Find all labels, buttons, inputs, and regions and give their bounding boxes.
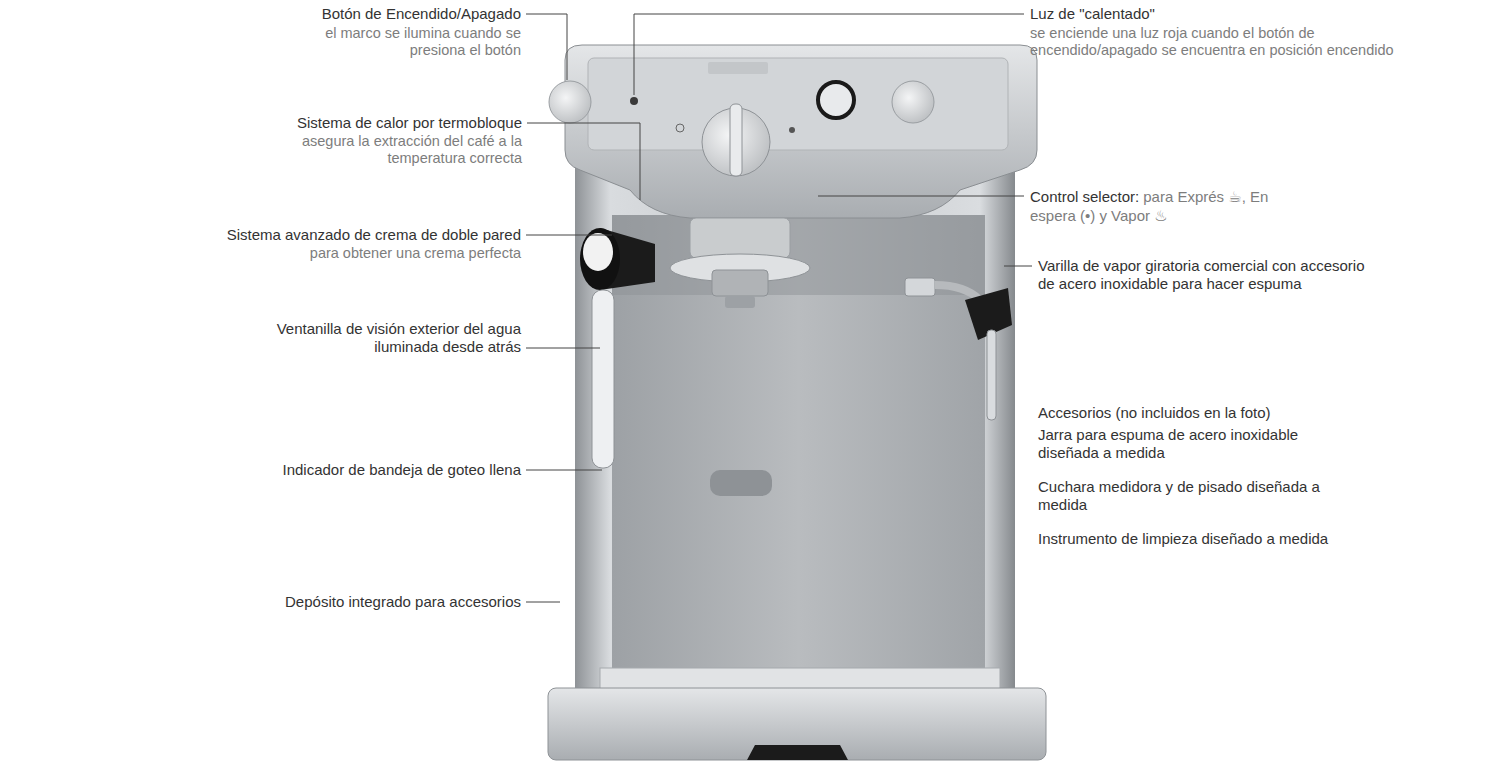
wand-tip bbox=[987, 330, 996, 420]
dial-handle bbox=[730, 104, 742, 176]
callout-label: el marco se ilumina cuando se presiona e… bbox=[296, 25, 521, 60]
callout-label: Ventanilla de visión exterior del agua i… bbox=[276, 320, 521, 356]
callout-label: Botón de Encendido/Apagado bbox=[261, 5, 521, 23]
callout-label: Instrumento de limpieza diseñado a medid… bbox=[1038, 530, 1378, 548]
dial-mark bbox=[789, 127, 795, 133]
callout-label: Luz de "calentado" bbox=[1030, 5, 1430, 23]
callout-label: Sistema de calor por termobloque bbox=[242, 114, 522, 132]
front-badge bbox=[710, 470, 772, 496]
callout-label: se enciende una luz roja cuando el botón… bbox=[1030, 25, 1430, 60]
callout-label: para obtener una crema perfecta bbox=[241, 245, 521, 262]
leader-line bbox=[818, 196, 1024, 197]
leader-line bbox=[526, 235, 612, 236]
leader-line bbox=[526, 14, 567, 80]
drip-grate bbox=[600, 668, 1000, 690]
logo-plate bbox=[708, 62, 768, 74]
leader-line bbox=[527, 123, 640, 200]
callout-label: Control selector: bbox=[1030, 188, 1139, 205]
hot-water-button bbox=[818, 82, 854, 118]
control-panel bbox=[588, 58, 1008, 150]
leader-line bbox=[526, 470, 602, 471]
water-window bbox=[592, 290, 614, 468]
drip-tray bbox=[548, 688, 1046, 760]
heating-light bbox=[630, 97, 638, 105]
leader-line bbox=[526, 602, 560, 603]
dial-mark bbox=[676, 124, 684, 132]
front-recess bbox=[612, 215, 985, 680]
recess-shadow bbox=[612, 215, 985, 295]
spout bbox=[725, 296, 755, 308]
group-head bbox=[690, 218, 790, 258]
tray-handle bbox=[747, 745, 848, 760]
callout-group: Control selector:para Exprés ☕, En esper… bbox=[1030, 187, 1290, 225]
two-cup-button bbox=[892, 81, 934, 123]
wand-joint bbox=[905, 278, 935, 296]
callout-label: Accesorios (no incluidos en la foto) bbox=[1038, 404, 1368, 422]
callout-label: Indicador de bandeja de goteo llena bbox=[221, 461, 521, 479]
leader-lines bbox=[526, 14, 1032, 602]
callout-label: Varilla de vapor giratoria comercial con… bbox=[1038, 257, 1368, 293]
power-button bbox=[549, 81, 591, 123]
leader-line bbox=[634, 14, 1024, 95]
machine-head bbox=[565, 45, 1037, 218]
callout-label: Cuchara medidora y de pisado diseñada a … bbox=[1038, 478, 1338, 514]
callout-label: asegura la extracción del café a la temp… bbox=[277, 133, 522, 168]
callout-label: Jarra para espuma de acero inoxidable di… bbox=[1038, 426, 1338, 462]
handle-end bbox=[580, 228, 620, 290]
portafilter-basket bbox=[712, 270, 768, 296]
callout-label: Sistema avanzado de crema de doble pared bbox=[181, 226, 521, 244]
machine-body bbox=[575, 140, 1015, 695]
leader-line bbox=[526, 348, 600, 349]
handle-cap bbox=[583, 233, 613, 271]
callout-label: Depósito integrado para accesorios bbox=[221, 593, 521, 611]
leader-line bbox=[1004, 266, 1032, 267]
